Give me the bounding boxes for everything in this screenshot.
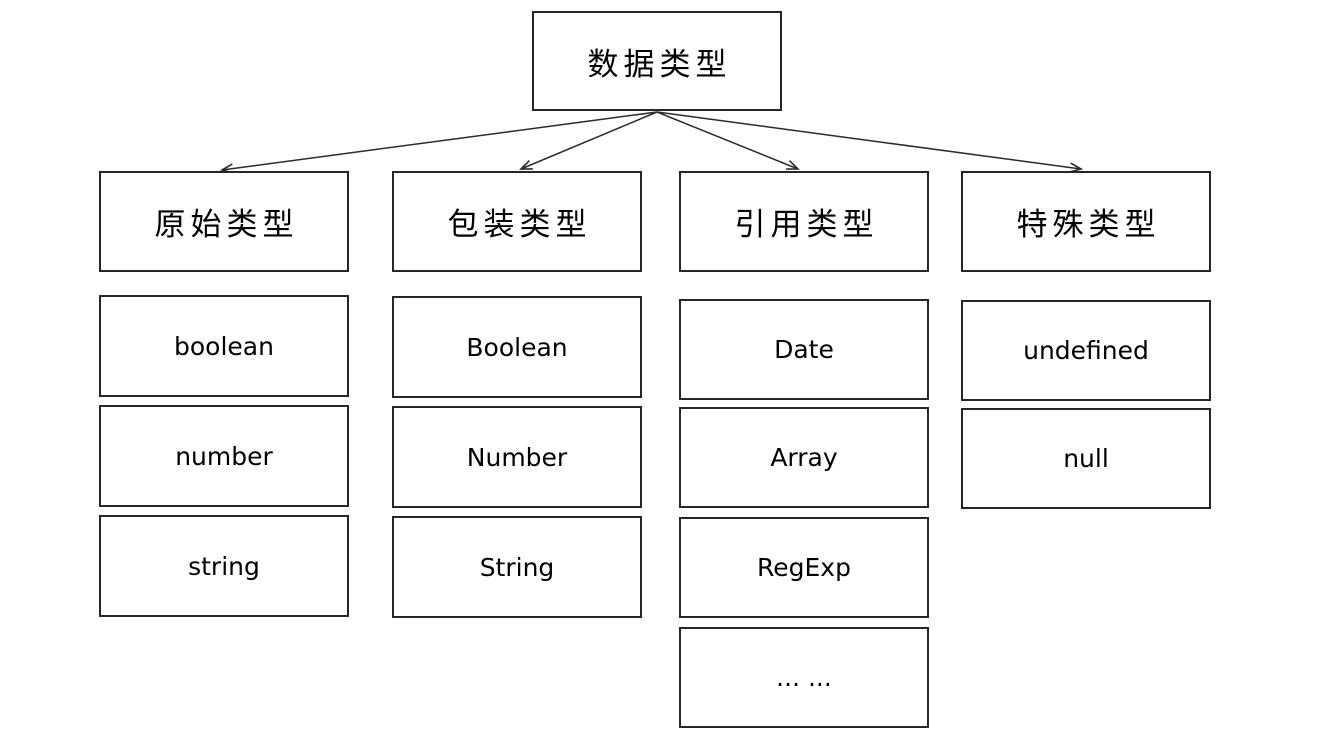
node-wrapper-type-header: 包装类型	[392, 171, 642, 272]
arrow-root-to-special	[656, 111, 1084, 173]
node-boolean-wrapper: Boolean	[392, 296, 642, 398]
node-boolean-primitive: boolean	[99, 295, 349, 397]
node-string-wrapper: String	[392, 516, 642, 618]
arrow-root-to-primitive	[219, 111, 658, 174]
node-undefined: undefined	[961, 300, 1211, 401]
node-number-primitive: number	[99, 405, 349, 507]
node-reference-type-header: 引用类型	[679, 171, 929, 272]
node-date: Date	[679, 299, 929, 400]
node-ellipsis: ... ...	[679, 627, 929, 728]
arrow-root-to-reference	[656, 111, 800, 170]
node-number-wrapper: Number	[392, 406, 642, 508]
node-array: Array	[679, 407, 929, 508]
node-special-type-header: 特殊类型	[961, 171, 1211, 272]
node-null: null	[961, 408, 1211, 509]
node-data-types-root: 数据类型	[532, 11, 782, 111]
node-regexp: RegExp	[679, 517, 929, 618]
node-string-primitive: string	[99, 515, 349, 617]
arrow-root-to-wrapper	[519, 111, 658, 170]
node-primitive-type-header: 原始类型	[99, 171, 349, 272]
